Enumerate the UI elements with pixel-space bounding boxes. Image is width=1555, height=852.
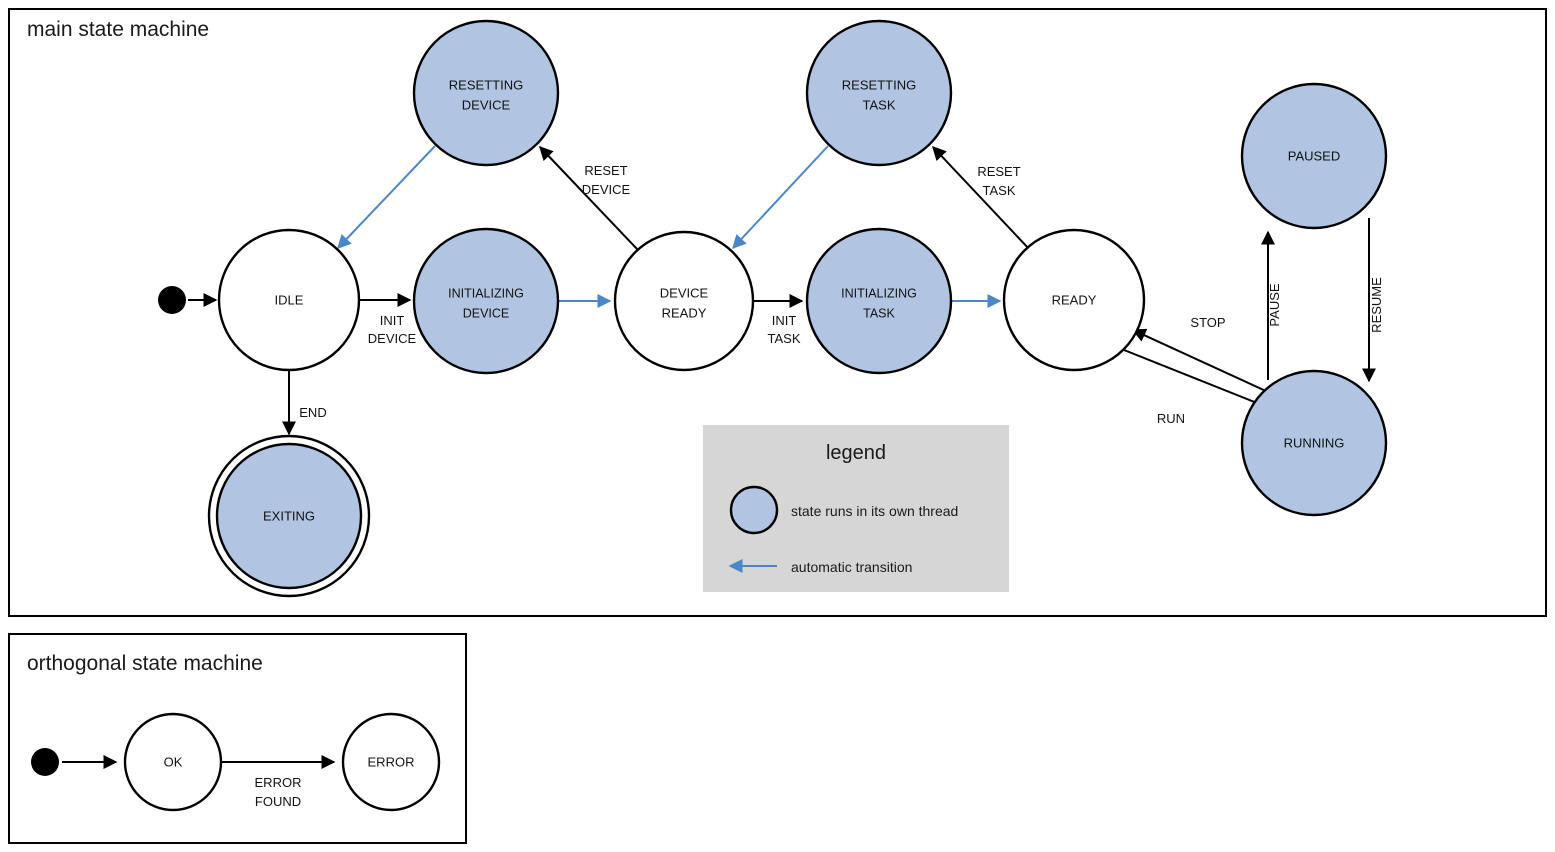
state-error-circle[interactable]	[341, 712, 441, 812]
start-marker-main	[158, 286, 186, 314]
main-frame-title: main state machine	[27, 18, 209, 41]
legend-threaded-state-text: state runs in its own thread	[791, 503, 958, 519]
transition-resetting-device-to-idle	[337, 145, 436, 250]
state-initializing-task[interactable]: INITIALIZING TASK	[805, 227, 953, 375]
state-running-circle[interactable]	[1240, 369, 1388, 517]
state-ok[interactable]: OK	[123, 712, 223, 812]
state-idle[interactable]: IDLE	[217, 228, 361, 372]
state-device-ready-circle[interactable]	[613, 230, 755, 372]
state-paused-circle[interactable]	[1240, 82, 1388, 230]
orthogonal-state-machine-frame: orthogonal state machine ERROR FOUND OK …	[8, 633, 467, 844]
transition-resetting-task-to-device-ready	[732, 145, 829, 250]
state-error-label: ERROR	[368, 754, 415, 769]
state-resetting-task-label-line1: RESETTING	[842, 77, 916, 92]
state-ready-label: READY	[1052, 292, 1097, 307]
state-error[interactable]: ERROR	[341, 712, 441, 812]
state-paused-label: PAUSED	[1288, 148, 1341, 163]
state-exiting-label: EXITING	[263, 508, 315, 523]
start-marker-orthogonal	[31, 748, 59, 776]
state-initializing-task-label-line2: TASK	[863, 306, 895, 320]
state-ok-label: OK	[164, 754, 183, 769]
transition-label-init-device-line2: DEVICE	[368, 331, 417, 346]
state-initializing-device-label-line1: INITIALIZING	[448, 286, 524, 300]
transition-label-reset-task-line2: TASK	[983, 183, 1016, 198]
state-resetting-task-circle[interactable]	[805, 19, 953, 167]
state-initializing-device-circle[interactable]	[412, 227, 560, 375]
transition-running-to-ready	[1131, 328, 1269, 393]
state-idle-label: IDLE	[275, 292, 304, 307]
state-ok-circle[interactable]	[123, 712, 223, 812]
state-resetting-task[interactable]: RESETTING TASK	[805, 19, 953, 167]
transition-label-reset-device-line1: RESET	[584, 163, 627, 178]
state-device-ready-label-line1: DEVICE	[660, 285, 709, 300]
state-idle-circle[interactable]	[217, 228, 361, 372]
legend-title: legend	[826, 442, 886, 464]
transition-label-resume: RESUME	[1369, 277, 1384, 333]
state-initializing-task-label-line1: INITIALIZING	[841, 286, 917, 300]
transition-label-end: END	[299, 405, 326, 420]
legend-blue-circle-icon	[729, 485, 779, 535]
state-initializing-device[interactable]: INITIALIZING DEVICE	[412, 227, 560, 375]
legend-auto-transition-text: automatic transition	[791, 559, 912, 575]
transition-label-reset-device-line2: DEVICE	[582, 182, 631, 197]
transition-label-error-found-line2: FOUND	[255, 794, 301, 809]
state-device-ready-label-line2: READY	[662, 305, 707, 320]
transition-device-ready-to-resetting-device	[539, 145, 639, 251]
state-running-label: RUNNING	[1284, 435, 1345, 450]
transition-label-run: RUN	[1157, 411, 1185, 426]
state-ready-circle[interactable]	[1002, 228, 1146, 372]
legend-entry-auto-transition: automatic transition	[728, 559, 912, 575]
state-exiting[interactable]: EXITING	[207, 434, 371, 598]
transition-label-init-task-line1: INIT	[772, 313, 797, 328]
transition-ready-to-running	[1123, 349, 1269, 409]
legend: legend state runs in its own thread auto…	[703, 425, 1009, 592]
transition-label-pause: PAUSE	[1267, 283, 1282, 326]
state-device-ready[interactable]: DEVICE READY	[613, 230, 755, 372]
transition-label-init-task-line2: TASK	[768, 331, 801, 346]
state-resetting-device-circle[interactable]	[412, 19, 560, 167]
transition-ready-to-resetting-task	[932, 145, 1031, 251]
state-running[interactable]: RUNNING	[1240, 369, 1388, 517]
state-ready[interactable]: READY	[1002, 228, 1146, 372]
state-resetting-task-label-line2: TASK	[863, 97, 896, 112]
state-resetting-device-label-line1: RESETTING	[449, 77, 523, 92]
orthogonal-frame-title: orthogonal state machine	[27, 652, 263, 675]
transition-label-stop: STOP	[1190, 315, 1225, 330]
state-resetting-device-label-line2: DEVICE	[462, 97, 511, 112]
transition-label-error-found-line1: ERROR	[255, 775, 302, 790]
state-exiting-circle[interactable]	[215, 442, 363, 590]
state-resetting-device[interactable]: RESETTING DEVICE	[412, 19, 560, 167]
state-initializing-task-circle[interactable]	[805, 227, 953, 375]
main-transitions-layer: INIT DEVICE RESET DEVICE INIT TASK RESET…	[188, 145, 1384, 436]
legend-entry-threaded-state: state runs in its own thread	[729, 485, 958, 535]
transition-label-reset-task-line1: RESET	[977, 164, 1020, 179]
main-states-layer: IDLE RESETTING DEVICE INITIALIZING DEVIC…	[158, 19, 1388, 598]
state-paused[interactable]: PAUSED	[1240, 82, 1388, 230]
transition-label-init-device-line1: INIT	[380, 313, 405, 328]
state-initializing-device-label-line2: DEVICE	[463, 306, 510, 320]
